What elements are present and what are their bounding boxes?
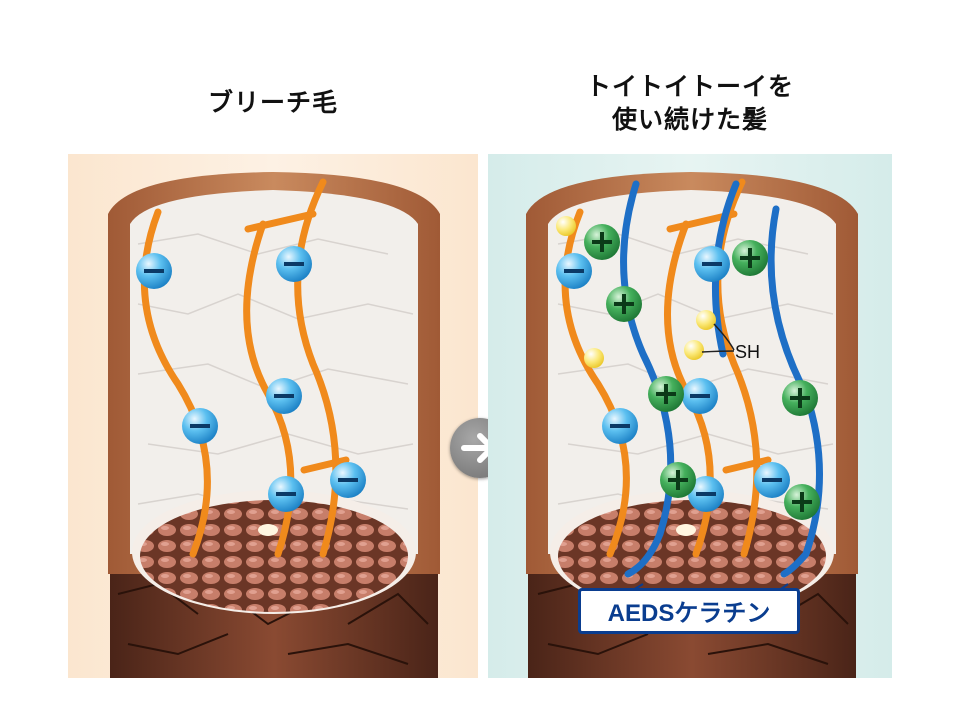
bleached-hair-illustration	[108, 172, 440, 678]
plus-icon	[732, 240, 768, 276]
minus-icon	[556, 253, 592, 289]
sh-dot	[696, 310, 716, 330]
fiber-blue-3	[767, 205, 823, 578]
title-bleached-hair: ブリーチ毛	[207, 88, 338, 117]
cortex-cells	[558, 500, 826, 612]
sh-dot	[684, 340, 704, 360]
sh-dot	[584, 348, 604, 368]
medulla	[258, 524, 278, 536]
title-treated-hair: トイトイトーイを 使い続けた髪	[488, 70, 892, 136]
minus-icon	[268, 476, 304, 512]
negative-ions	[556, 246, 790, 512]
plus-icon	[784, 484, 820, 520]
minus-icon	[266, 378, 302, 414]
minus-icon	[182, 408, 218, 444]
cortex-cells	[140, 500, 408, 612]
minus-icon	[688, 476, 724, 512]
negative-ions	[136, 246, 366, 512]
plus-icon	[606, 286, 642, 322]
aeds-keratin-label: AEDSケラチン	[578, 588, 800, 634]
sh-pointer	[701, 323, 735, 353]
medulla	[676, 524, 696, 536]
positive-ions	[584, 224, 820, 520]
fiber-orange-3	[294, 178, 340, 558]
bleached-hair-panel	[68, 154, 478, 678]
minus-icon	[694, 246, 730, 282]
minus-icon	[136, 253, 172, 289]
plus-icon	[584, 224, 620, 260]
minus-icon	[754, 462, 790, 498]
minus-icon	[682, 378, 718, 414]
fiber-bridge-2	[722, 456, 772, 474]
treated-hair-panel	[488, 154, 892, 678]
title-treated-hair-line2: 使い続けた髪	[611, 105, 768, 134]
sh-label: SH	[735, 342, 761, 362]
fiber-bridge-1	[244, 210, 317, 233]
fiber-bridge-2	[300, 456, 350, 474]
sh-groups	[556, 216, 735, 368]
sh-dot	[556, 216, 576, 236]
minus-icon	[330, 462, 366, 498]
title-treated-hair-line1: トイトイトーイを	[585, 72, 794, 101]
plus-icon	[660, 462, 696, 498]
plus-icon	[782, 380, 818, 416]
minus-icon	[602, 408, 638, 444]
plus-icon	[648, 376, 684, 412]
treated-hair-illustration	[526, 172, 858, 678]
minus-icon	[276, 246, 312, 282]
